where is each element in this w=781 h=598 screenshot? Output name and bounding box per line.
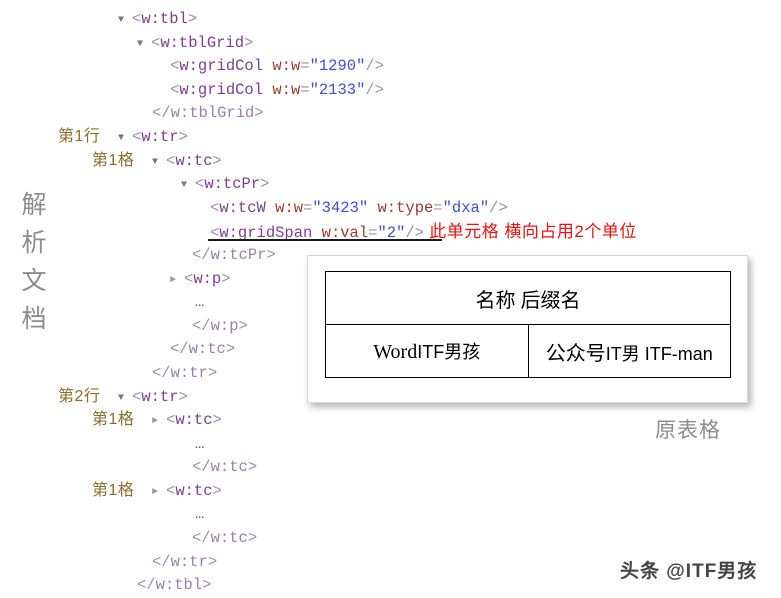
xml-tag-text: </w:tc> (170, 340, 236, 359)
cell-serif-text: 公众号 (545, 342, 606, 365)
ellipsis: … (195, 434, 207, 453)
xml-tag-text: <w:tr> (132, 387, 188, 406)
xml-tag-text: </w:tbl> (137, 576, 212, 595)
cell-serif-text: Word (373, 341, 418, 363)
tree-node-label: 第1格 (92, 151, 135, 169)
expand-triangle-icon[interactable]: ▼ (137, 38, 144, 50)
xml-tag-text: <w:tc> (166, 481, 222, 500)
table-header-cell: 名称 后缀名 (325, 271, 731, 325)
xml-tag-text: … (195, 293, 206, 311)
side-label-char-1: 析 (21, 229, 47, 257)
expand-triangle-icon[interactable]: ▼ (118, 15, 125, 26)
xml-line: </w:tbl> (0, 574, 781, 598)
cell-sans-text: IT男 ITF-man (605, 343, 713, 364)
expand-triangle-icon[interactable]: ▼ (118, 392, 125, 404)
side-label-char-2: 文 (21, 267, 47, 295)
expand-triangle-icon[interactable]: ▼ (181, 180, 188, 192)
xml-tag-text: … (195, 435, 206, 453)
xml-tag-text: </w:tr> (152, 552, 218, 571)
xml-line: <w:gridCol w:w="2133"/> (0, 79, 781, 103)
xml-line: 第1格 ▼ <w:tc> (0, 150, 781, 174)
tree-node-label: 第1格 (92, 481, 135, 499)
xml-tag-text: <w:tcW w:w="3423" w:type="dxa"/> (210, 198, 508, 217)
gridspan-underline (208, 239, 442, 241)
xml-line: ▼ <w:tcPr> (0, 173, 781, 197)
table-cell-1: WordITF男孩 (325, 324, 529, 378)
xml-line: … (0, 433, 781, 457)
xml-tag-text: <w:tbl> (132, 10, 198, 28)
xml-line: <w:gridSpan w:val="2"/> 此单元格 横向占用2个单位 (0, 220, 781, 244)
parse-document-side-label: 解析文档 (14, 186, 54, 338)
xml-tag-text: <w:tc> (166, 151, 222, 170)
xml-line: ▼ <w:tblGrid> (0, 32, 781, 56)
xml-line: ► <w:p> (0, 268, 781, 292)
table-row-header: 名称 后缀名 (325, 271, 731, 325)
xml-line: 第1格 ► <w:tc> (0, 409, 781, 433)
xml-tag-text: </w:p> (192, 316, 248, 335)
collapse-triangle-icon[interactable]: ► (152, 416, 159, 428)
xml-line: … (0, 503, 781, 527)
xml-line: </w:tcPr> (0, 244, 781, 268)
original-table-caption: 原表格 (655, 419, 721, 442)
xml-tag-text: <w:gridSpan w:val="2"/> (210, 224, 424, 243)
xml-line: </w:tc> (0, 338, 781, 362)
xml-tag-text: <w:tcPr> (195, 175, 270, 194)
tree-node-label: 第1行 (58, 127, 101, 145)
xml-line: </w:tr> (0, 362, 781, 386)
xml-line: </w:p> (0, 315, 781, 339)
xml-tag-text: … (195, 505, 206, 523)
xml-tag-text: </w:tcPr> (192, 245, 276, 264)
expand-triangle-icon[interactable]: ▼ (118, 132, 125, 144)
original-table-card: 名称 后缀名 WordITF男孩 公众号IT男 ITF-man (307, 255, 748, 403)
xml-line: ▼ <w:tbl> (0, 8, 781, 32)
xml-tag-text: <w:gridCol w:w="2133"/> (170, 80, 384, 99)
xml-tag-text: </w:tc> (192, 529, 258, 548)
table-cell-2: 公众号IT男 ITF-man (527, 324, 731, 378)
table-row: WordITF男孩 公众号IT男 ITF-man (325, 324, 731, 378)
xml-line: 第1行 ▼ <w:tr> (0, 126, 781, 150)
cell-sans-text: ITF男孩 (417, 342, 481, 362)
xml-line: … (0, 291, 781, 315)
xml-tree: ▼ <w:tbl> ▼ <w:tblGrid> <w:gridCol w:w="1290… (0, 8, 781, 598)
expand-triangle-icon[interactable]: ▼ (152, 156, 159, 168)
tree-node-label: 第2行 (58, 387, 101, 405)
xml-tag-text: </w:tc> (192, 458, 258, 477)
original-table: 名称 后缀名 WordITF男孩 公众号IT男 ITF-man (325, 271, 731, 378)
collapse-triangle-icon[interactable]: ► (170, 274, 177, 286)
xml-tag-text: </w:tblGrid> (152, 104, 264, 123)
xml-line: 第1格 ► <w:tc> (0, 480, 781, 504)
xml-line: <w:tcW w:w="3423" w:type="dxa"/> (0, 197, 781, 221)
ellipsis: … (195, 505, 207, 524)
xml-line: </w:tc> (0, 527, 781, 551)
xml-line: </w:tr> (0, 551, 781, 575)
gridspan-annotation: 此单元格 横向占用2个单位 (423, 222, 637, 242)
xml-tag-text: <w:tc> (166, 411, 222, 430)
xml-tag-text: <w:tblGrid> (151, 33, 254, 52)
xml-line: 第2行 ▼ <w:tr> (0, 386, 781, 410)
ellipsis: … (195, 293, 207, 312)
side-label-char-0: 解 (21, 191, 47, 219)
xml-line: </w:tblGrid> (0, 102, 781, 126)
xml-tag-text: <w:gridCol w:w="1290"/> (170, 57, 384, 76)
collapse-triangle-icon[interactable]: ► (152, 486, 159, 498)
tree-node-label: 第1格 (92, 411, 135, 429)
xml-tag-text: <w:tr> (132, 127, 188, 146)
xml-tag-text: </w:tr> (152, 363, 218, 382)
xml-line: <w:gridCol w:w="1290"/> (0, 55, 781, 79)
side-label-char-3: 档 (21, 305, 47, 333)
xml-line: </w:tc> (0, 456, 781, 480)
watermark: 头条 @ITF男孩 (620, 561, 758, 582)
xml-tag-text: <w:p> (184, 269, 231, 288)
